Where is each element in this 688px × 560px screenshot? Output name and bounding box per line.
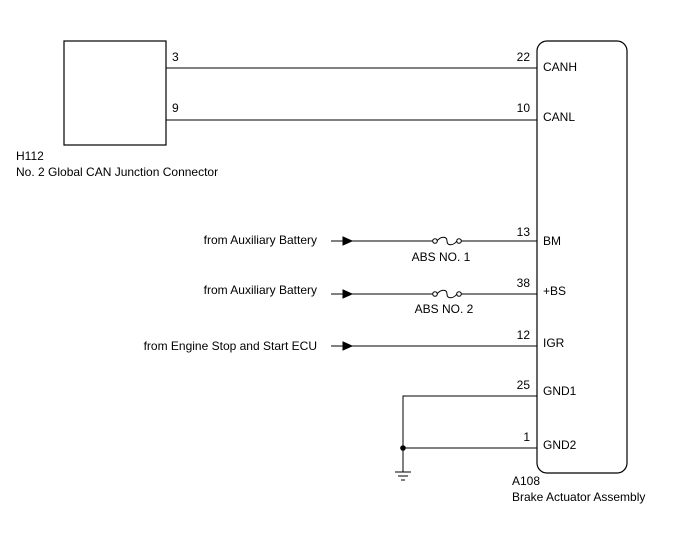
arrow-icon-bm — [331, 236, 354, 246]
pin-label-gnd1: GND1 — [543, 384, 577, 398]
a108-pin-22: 22 — [517, 50, 531, 64]
a108-pin-25: 25 — [517, 378, 531, 392]
a108-pin-10: 10 — [517, 101, 531, 115]
h112-name: No. 2 Global CAN Junction Connector — [16, 165, 218, 179]
a108-component-box — [536, 40, 628, 474]
a108-pin-1: 1 — [523, 430, 530, 444]
pin-label-canl: CANL — [543, 110, 575, 124]
a108-name: Brake Actuator Assembly — [512, 490, 645, 504]
arrow-icon-igr — [331, 341, 354, 351]
pin-label-bs: +BS — [543, 284, 566, 298]
fuse-label-abs-no2: ABS NO. 2 — [415, 302, 474, 316]
pin-label-gnd2: GND2 — [543, 438, 577, 452]
arrow-icon-bs — [331, 289, 354, 299]
a108-pin-12: 12 — [517, 328, 531, 342]
ground-icon — [395, 448, 411, 481]
a108-pin-38: 38 — [517, 276, 531, 290]
a108-id: A108 — [512, 474, 540, 488]
ground-wires — [402, 395, 537, 449]
source-text-bs: from Auxiliary Battery — [204, 283, 317, 297]
fuse-label-abs-no1: ABS NO. 1 — [412, 250, 471, 264]
h112-id: H112 — [16, 149, 44, 163]
source-text-igr: from Engine Stop and Start ECU — [144, 339, 317, 353]
h112-pin-9: 9 — [172, 101, 179, 115]
pin-label-igr: IGR — [543, 336, 565, 350]
fuse-icon-abs-no2 — [432, 289, 462, 299]
pin-label-canh: CANH — [543, 60, 577, 74]
a108-pin-13: 13 — [517, 225, 531, 239]
pin-label-bm: BM — [543, 234, 561, 248]
fuse-icon-abs-no1 — [432, 236, 462, 246]
h112-connector-box — [63, 40, 167, 146]
h112-pin-3: 3 — [172, 50, 179, 64]
source-text-bm: from Auxiliary Battery — [204, 233, 317, 247]
